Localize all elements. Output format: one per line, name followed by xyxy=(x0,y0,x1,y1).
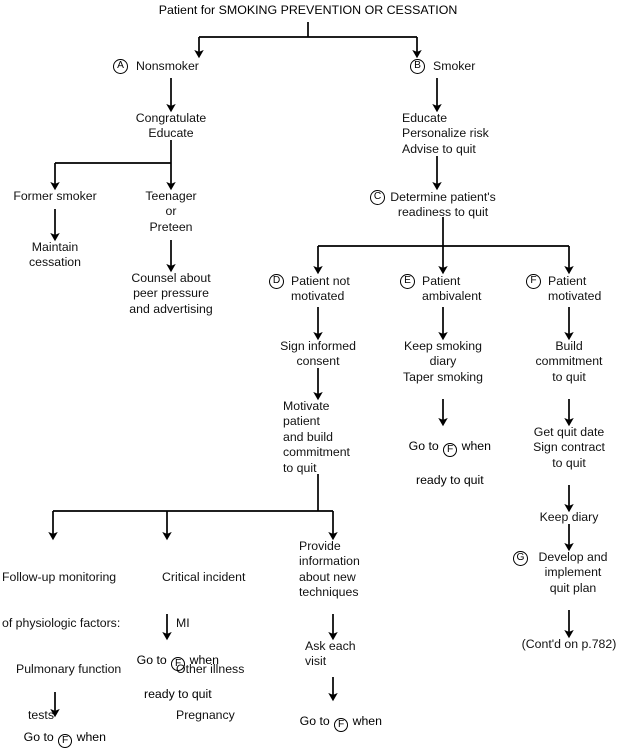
follow-up-line-3: Pulmonary function xyxy=(16,662,122,677)
node-continued: (Cont'd on p.782) xyxy=(521,637,617,651)
node-follow-up-monitoring: Follow-up monitoring of physiologic fact… xyxy=(2,539,121,750)
badge-f-inline: F xyxy=(171,657,186,672)
goto-suffix: when xyxy=(458,439,491,454)
goto-f-critical-incident: Go to F when ready to quit xyxy=(123,638,219,718)
badge-f-inline: F xyxy=(58,734,73,749)
node-keep-diary: Keep diary xyxy=(539,510,599,524)
badge-g: G xyxy=(513,551,528,566)
node-educate-personalize-advise: Educate Personalize risk Advise to quit xyxy=(402,111,489,156)
goto-suffix: when xyxy=(73,730,106,745)
goto-prefix: Go to xyxy=(299,714,334,729)
badge-b: B xyxy=(410,59,425,74)
badge-d: D xyxy=(269,274,284,289)
goto-prefix: Go to xyxy=(136,653,171,668)
node-counsel-about: Counsel about peer pressure and advertis… xyxy=(129,271,213,316)
node-ask-each-visit: Ask each visit xyxy=(305,639,356,669)
follow-up-line-1: Follow-up monitoring xyxy=(2,569,117,584)
node-get-quit-date: Get quit date Sign contract to quit xyxy=(533,425,605,470)
goto-prefix: Go to xyxy=(408,439,443,454)
goto-suffix: when xyxy=(186,653,219,668)
critical-incident-line-4: Pregnancy xyxy=(176,708,235,723)
node-congratulate-educate: Congratulate Educate xyxy=(135,111,207,141)
goto-suffix: when xyxy=(349,714,382,729)
badge-f-inline: F xyxy=(334,718,349,733)
node-motivate-patient: Motivate patient and build commitment to… xyxy=(283,399,350,475)
node-provide-information: Provide information about new techniques xyxy=(299,539,360,600)
badge-e: E xyxy=(400,274,415,289)
follow-up-line-2: of physiologic factors: xyxy=(2,616,121,631)
critical-incident-line-1: Critical incident xyxy=(162,569,246,584)
node-determine-readiness: Determine patient's readiness to quit xyxy=(390,190,496,220)
node-patient-ambivalent: Patient ambivalent xyxy=(422,274,482,304)
goto-second-line: ready to quit xyxy=(307,748,375,750)
node-patient-motivated: Patient motivated xyxy=(548,274,602,304)
goto-second-line: ready to quit xyxy=(415,472,484,487)
badge-f-inline: F xyxy=(443,443,458,458)
badge-c: C xyxy=(370,190,385,205)
badge-f: F xyxy=(526,274,541,289)
page-title: Patient for SMOKING PREVENTION OR CESSAT… xyxy=(158,3,458,17)
node-build-commitment: Build commitment to quit xyxy=(535,339,603,384)
goto-prefix: Go to xyxy=(23,730,58,745)
node-critical-incident: Critical incident MI Other illness Pregn… xyxy=(162,539,257,750)
node-keep-smoking-diary: Keep smoking diary Taper smoking xyxy=(403,339,483,384)
node-develop-implement: Develop and implement quit plan xyxy=(538,550,608,595)
goto-f-ask-each-visit: Go to F when ready to quit xyxy=(286,699,382,750)
follow-up-line-4: tests xyxy=(28,708,54,723)
critical-incident-line-2: MI xyxy=(176,616,190,631)
node-sign-informed-consent: Sign informed consent xyxy=(280,339,356,369)
node-nonsmoker: Nonsmoker xyxy=(136,59,199,73)
node-teenager-or-preteen: Teenager or Preteen xyxy=(145,189,197,234)
node-former-smoker: Former smoker xyxy=(13,189,97,203)
node-patient-not-motivated: Patient not motivated xyxy=(291,274,350,304)
goto-second-line: ready to quit xyxy=(143,686,212,701)
badge-a: A xyxy=(113,59,128,74)
goto-f-ambivalent: Go to F when ready to quit xyxy=(395,424,491,504)
goto-f-follow-up: Go to F when ready to quit xyxy=(10,715,106,750)
node-maintain-cessation: Maintain cessation xyxy=(29,240,81,270)
node-smoker: Smoker xyxy=(433,59,476,73)
